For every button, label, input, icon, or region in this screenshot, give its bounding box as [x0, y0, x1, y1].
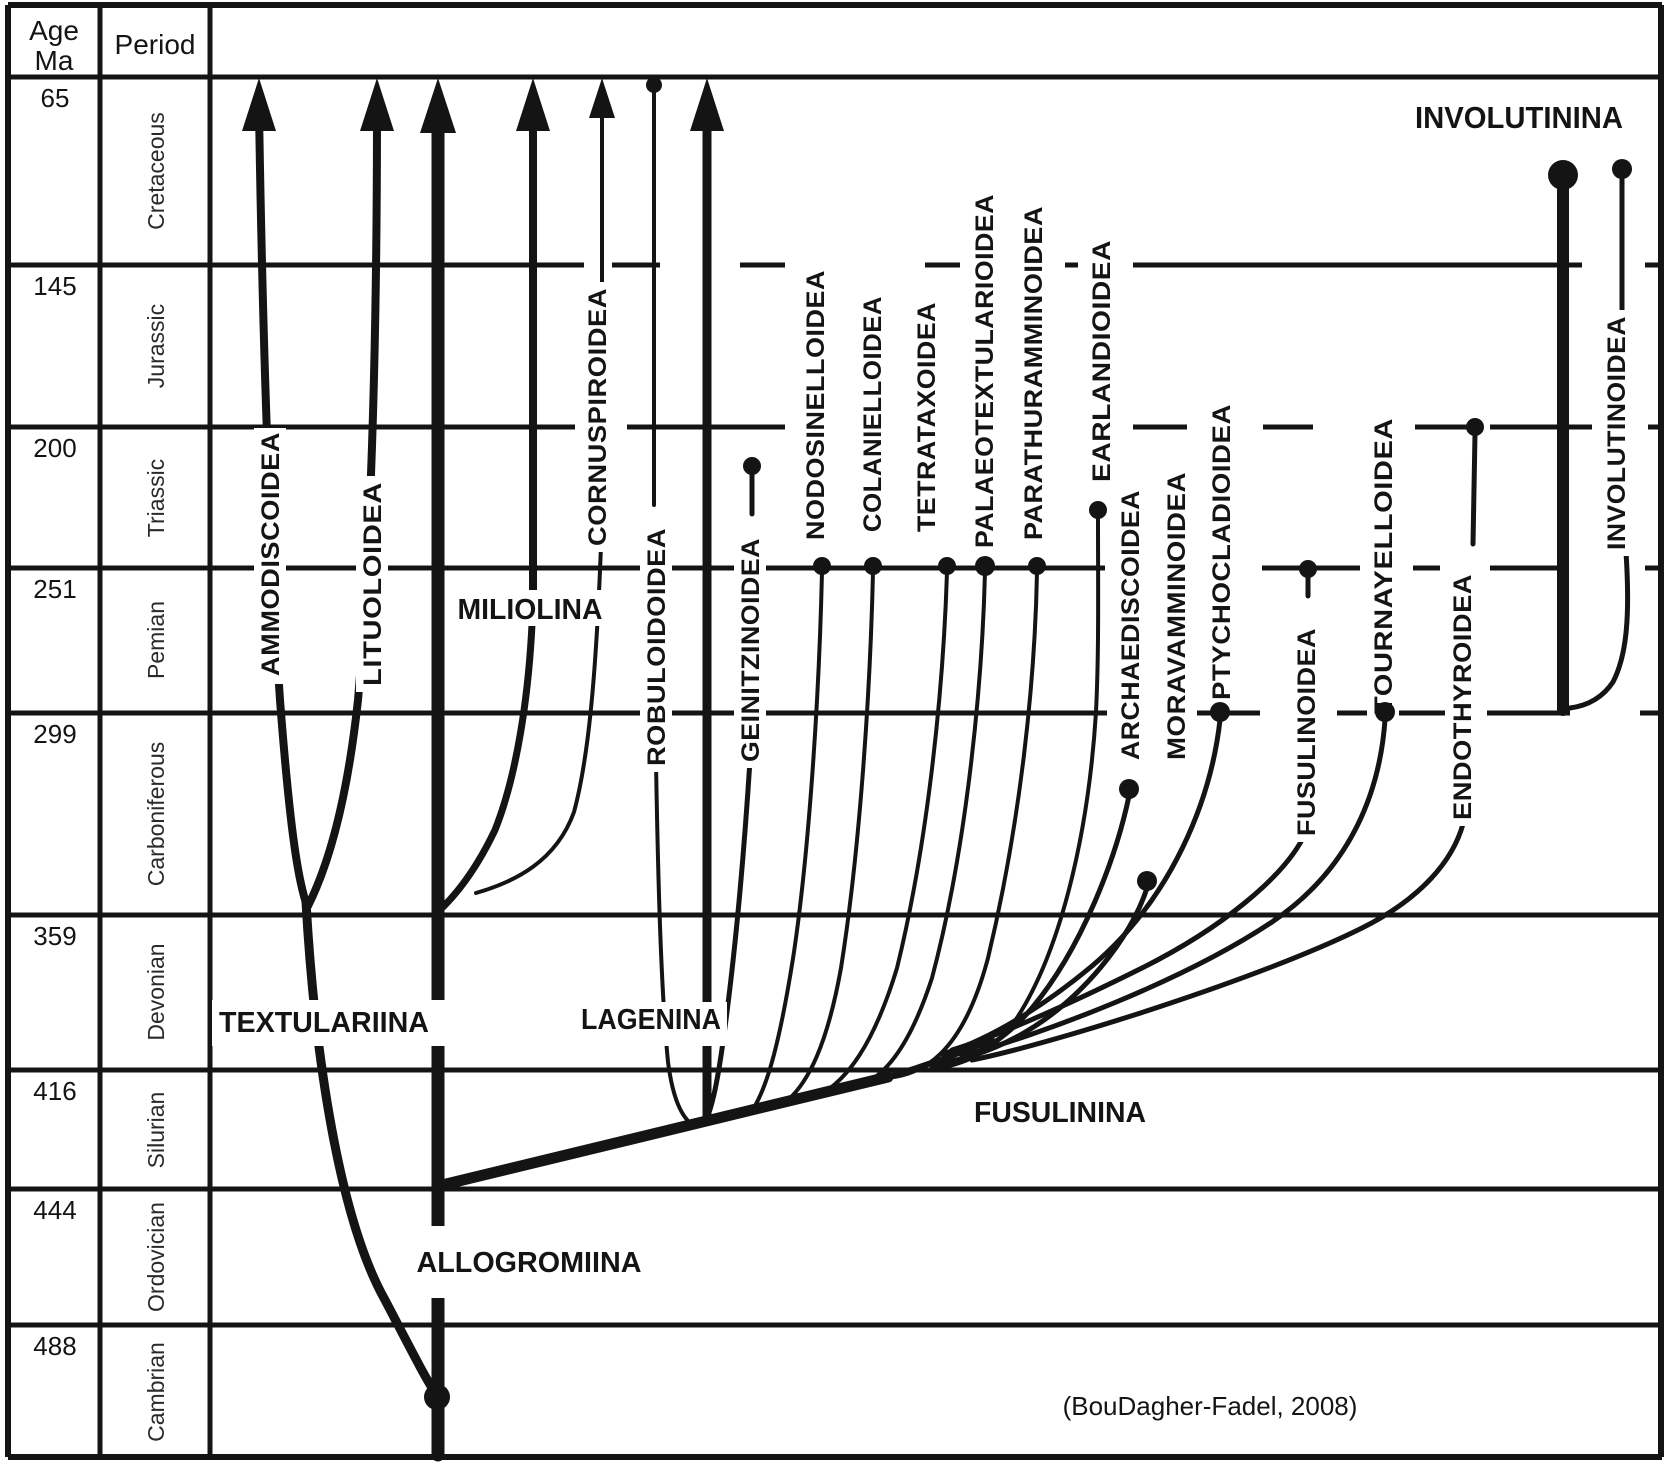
- period-cambrian: Cambrian: [143, 1342, 169, 1442]
- citation: (BouDagher-Fadel, 2008): [1063, 1391, 1358, 1421]
- period-permian: Pemian: [143, 601, 169, 679]
- label-colanielloidea: COLANIELLOIDEA: [859, 296, 887, 532]
- label-geinitzinoidea: GEINITZINOIDEA: [737, 538, 765, 762]
- age-tick-444: 444: [33, 1195, 76, 1225]
- age-tick-299: 299: [33, 719, 76, 749]
- colanielloidea-line: [786, 570, 875, 1102]
- label-nodosinelloidea: NODOSINELLOIDEA: [802, 270, 830, 540]
- label-involutinoidea: INVOLUTINOIDEA: [1603, 316, 1631, 550]
- cornuspiroidea-root-line: [474, 543, 603, 895]
- superfamily-labels: AMMODISCOIDEA LITUOLOIDEA CORNUSPIROIDEA…: [257, 194, 1631, 836]
- parathuramminoidea-top-dot: [1028, 557, 1046, 575]
- timescale-text: Age Ma Period 65 145 200 251 299 359 416…: [29, 15, 195, 1442]
- fusulinina-trunk-tip: [885, 1037, 995, 1080]
- lagenina-arrowhead: [690, 78, 724, 131]
- archaediscoidea-top-dot: [1119, 779, 1139, 799]
- geinitzinoidea-root-line: [704, 757, 753, 1121]
- tournayelloidea-line: [959, 717, 1388, 1059]
- label-parathuramminoidea: PARATHURAMMINOIDEA: [1020, 206, 1048, 540]
- parathuramminoidea-line: [886, 570, 1039, 1080]
- fusulinoidea-root-line: [949, 835, 1306, 1053]
- age-tick-416: 416: [33, 1076, 76, 1106]
- label-lituoloidea: LITUOLOIDEA: [359, 482, 387, 686]
- geinitzinoidea-top-dot: [743, 457, 761, 475]
- period-cretaceous: Cretaceous: [143, 112, 169, 230]
- ammodiscoidea-arrowhead: [242, 78, 276, 131]
- label-endothyroidea: ENDOTHYROIDEA: [1449, 574, 1477, 820]
- age-tick-200: 200: [33, 433, 76, 463]
- involutinina-top-dot: [1548, 160, 1578, 190]
- label-textulariina: TEXTULARIINA: [219, 1007, 429, 1039]
- label-masks: [212, 188, 1632, 1298]
- survival-arrows: [242, 78, 724, 133]
- period-devonian: Devonian: [143, 943, 169, 1040]
- nodosinelloidea-top-dot: [813, 557, 831, 575]
- period-ordovician: Ordovician: [143, 1202, 169, 1312]
- suborder-labels: INVOLUTININA MILIOLINA TEXTULARIINA LAGE…: [219, 100, 1623, 1279]
- label-archaediscoidea: ARCHAEDISCOIDEA: [1117, 490, 1145, 760]
- earlandioidea-line: [920, 514, 1101, 1072]
- label-allogromiina: ALLOGROMIINA: [417, 1247, 642, 1279]
- colanielloidea-top-dot: [864, 557, 882, 575]
- endothyroidea-top-dot: [1466, 418, 1484, 436]
- period-triassic: Triassic: [143, 459, 169, 537]
- age-tick-359: 359: [33, 921, 76, 951]
- label-involutinina: INVOLUTININA: [1415, 100, 1623, 135]
- endothyroidea-root-line: [969, 821, 1466, 1063]
- palaeotextularioidea-top-dot: [975, 556, 995, 576]
- age-tick-251: 251: [33, 574, 76, 604]
- period-carboniferous: Carboniferous: [143, 742, 169, 886]
- label-palaeotextularioidea: PALAEOTEXTULARIOIDEA: [971, 194, 999, 548]
- label-lagenina: LAGENINA: [581, 1004, 721, 1036]
- fusulinoidea-top-dot: [1299, 560, 1317, 578]
- nodosinelloidea-line: [754, 570, 824, 1106]
- palaeotextularioidea-line: [854, 570, 987, 1090]
- miliolina-root-line: [439, 596, 537, 911]
- label-ammodiscoidea: AMMODISCOIDEA: [257, 432, 285, 676]
- cornuspiroidea-arrowhead: [589, 78, 615, 118]
- label-earlandioidea: EARLANDIOIDEA: [1088, 240, 1116, 482]
- tetrataxoidea-top-dot: [938, 557, 956, 575]
- involutinoidea-root-line: [1567, 549, 1631, 711]
- endothyroidea-line: [1470, 431, 1478, 547]
- age-tick-488: 488: [33, 1331, 76, 1361]
- label-miliolina: MILIOLINA: [458, 594, 603, 626]
- label-robuloidoidea: ROBULOIDOIDEA: [643, 528, 671, 766]
- tournayelloidea-top-dot: [1375, 702, 1395, 722]
- ptychocladioidea-top-dot: [1210, 702, 1230, 722]
- period-header: Period: [115, 29, 196, 60]
- event-dots: [424, 77, 1632, 1410]
- timescale-grid: [5, 2, 1664, 1460]
- age-tick-145: 145: [33, 271, 76, 301]
- period-jurassic: Jurassic: [143, 304, 169, 388]
- textulariina-root-line: [301, 897, 441, 1399]
- label-tournayelloidea: TOURNAYELLOIDEA: [1370, 418, 1398, 714]
- ptychocladioidea-line: [939, 717, 1223, 1057]
- robuloidoidea-top-dot: [646, 77, 662, 93]
- label-cornuspiroidea: CORNUSPIROIDEA: [584, 288, 612, 546]
- label-moravamminoidea: MORAVAMMINOIDEA: [1163, 472, 1191, 760]
- tetrataxoidea-line: [818, 570, 949, 1097]
- age-header-line2: Ma: [35, 45, 74, 76]
- period-silurian: Silurian: [143, 1092, 169, 1169]
- lituoloidea-arrowhead: [360, 78, 394, 131]
- label-ptychocladioidea: PTYCHOCLADIOIDEA: [1208, 404, 1236, 700]
- age-tick-65: 65: [41, 83, 70, 113]
- involutinoidea-top-dot: [1612, 159, 1632, 179]
- label-fusulinina: FUSULININA: [974, 1097, 1146, 1129]
- label-tetrataxoidea: TETRATAXOIDEA: [913, 302, 941, 532]
- allogromiina-arrowhead: [420, 78, 456, 133]
- label-fusulinoidea: FUSULINOIDEA: [1293, 628, 1321, 836]
- fusulinina-trunk-line: [432, 1071, 894, 1192]
- moravamminoidea-top-dot: [1137, 871, 1157, 891]
- textulariina-origin-dot: [424, 1384, 450, 1410]
- age-header-line1: Age: [29, 15, 79, 46]
- miliolina-arrowhead: [516, 78, 550, 131]
- earlandioidea-top-dot: [1089, 501, 1107, 519]
